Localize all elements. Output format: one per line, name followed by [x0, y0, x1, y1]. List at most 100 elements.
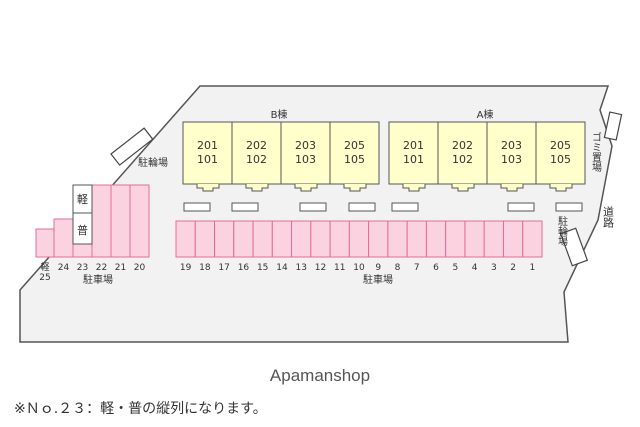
apartment-unit — [388, 121, 439, 185]
apartment-unit — [437, 121, 488, 185]
parking-space — [425, 220, 447, 258]
parking-number: 14 — [276, 263, 288, 273]
parking-number: 11 — [334, 263, 345, 273]
parking-number: 20 — [134, 263, 146, 273]
parking-space — [291, 220, 312, 258]
parking-number: 3 — [491, 263, 497, 273]
trash-area-label: ゴミ置場 — [590, 131, 602, 173]
parking-number: 16 — [238, 263, 250, 273]
apartment-unit — [280, 121, 331, 185]
storage-box — [348, 202, 376, 212]
parking-space — [110, 184, 131, 258]
parking-number: 23 — [77, 263, 88, 273]
unit-entrance — [196, 184, 220, 192]
unit-number-upper: 202 — [452, 139, 473, 152]
slot-23-futsu-label: 普 — [77, 223, 88, 237]
parking-number: 10 — [353, 263, 365, 273]
parking-space — [271, 220, 293, 258]
left-parking-label: 駐車場 — [83, 273, 113, 286]
parking-space — [406, 220, 427, 258]
unit-number-lower: 101 — [403, 153, 424, 166]
slot-23-futsu — [72, 212, 93, 245]
unit-number-lower: 103 — [295, 153, 316, 166]
parking-number: 4 — [472, 263, 478, 273]
storage-box — [299, 202, 327, 212]
unit-entrance — [245, 184, 269, 192]
parking-space — [368, 220, 389, 258]
parking-space — [502, 220, 524, 258]
parking-space — [194, 220, 216, 258]
parking-space — [91, 184, 112, 258]
unit-number-upper: 205 — [550, 139, 571, 152]
apartment-unit — [486, 121, 537, 185]
storage-box — [391, 202, 419, 212]
road-label: 道路 — [602, 205, 615, 229]
parking-space — [329, 220, 350, 258]
unit-entrance — [549, 184, 573, 192]
parking-number: 21 — [115, 263, 126, 273]
unit-number-lower: 101 — [197, 153, 218, 166]
unit-number-lower: 102 — [246, 153, 267, 166]
unit-number-upper: 203 — [501, 139, 522, 152]
parking-number: 25 — [39, 273, 50, 283]
parking-number: 1 — [530, 263, 536, 273]
parking-space-kei — [35, 228, 55, 258]
parking-space — [53, 218, 74, 258]
bike-parking-right-label: 駐輪場 — [556, 215, 568, 247]
unit-entrance — [343, 184, 367, 192]
slot-23-kei-label: 軽 — [77, 193, 88, 206]
brand-name: Apamanshop — [269, 366, 371, 385]
parking-space — [348, 220, 370, 258]
unit-entrance — [500, 184, 524, 192]
building-name: A棟 — [477, 108, 494, 121]
parking-number: 24 — [58, 263, 70, 273]
trash-area — [603, 111, 623, 141]
unit-number-upper: 205 — [344, 139, 365, 152]
unit-number-upper: 201 — [403, 139, 424, 152]
parking-space — [214, 220, 235, 258]
unit-entrance — [451, 184, 475, 192]
parking-space — [310, 220, 331, 258]
parking-space — [464, 220, 485, 258]
parking-space — [445, 220, 466, 258]
apartment-unit — [182, 121, 233, 185]
unit-number-lower: 105 — [550, 153, 571, 166]
parking-note: ※Ｎｏ.２３：軽・普の縦列になります。 — [14, 401, 267, 417]
parking-number: 17 — [218, 263, 229, 273]
parking-number: 15 — [257, 263, 268, 273]
parking-space — [252, 220, 273, 258]
main-parking-label: 駐車場 — [363, 273, 393, 286]
parking-number: 2 — [510, 263, 516, 273]
parking-number: 9 — [375, 263, 381, 273]
parking-number: 7 — [414, 263, 420, 273]
parking-space — [483, 220, 504, 258]
parking-space — [233, 220, 254, 258]
parking-space — [387, 220, 408, 258]
apartment-unit — [231, 121, 282, 185]
bike-parking-right — [559, 227, 589, 267]
parking-number: 12 — [315, 263, 326, 273]
parking-number: 19 — [180, 263, 192, 273]
kei-label: 軽 — [40, 262, 49, 273]
unit-number-upper: 203 — [295, 139, 316, 152]
storage-box — [183, 202, 211, 212]
unit-number-lower: 102 — [452, 153, 473, 166]
parking-number: 18 — [199, 263, 211, 273]
unit-number-upper: 201 — [197, 139, 218, 152]
unit-entrance — [294, 184, 318, 192]
unit-number-lower: 103 — [501, 153, 522, 166]
parking-number: 22 — [96, 263, 107, 273]
storage-box — [507, 202, 535, 212]
parking-space — [522, 220, 543, 258]
parking-space — [175, 220, 196, 258]
apartment-unit — [535, 121, 586, 185]
building-name: B棟 — [271, 108, 288, 121]
unit-number-upper: 202 — [246, 139, 267, 152]
parking-number: 13 — [295, 263, 306, 273]
storage-box — [555, 202, 583, 212]
bike-parking-left-label: 駐輪場 — [138, 156, 168, 169]
unit-number-lower: 105 — [344, 153, 365, 166]
bike-parking-left — [110, 127, 154, 166]
parking-space — [129, 184, 150, 258]
parking-number: 8 — [395, 263, 401, 273]
